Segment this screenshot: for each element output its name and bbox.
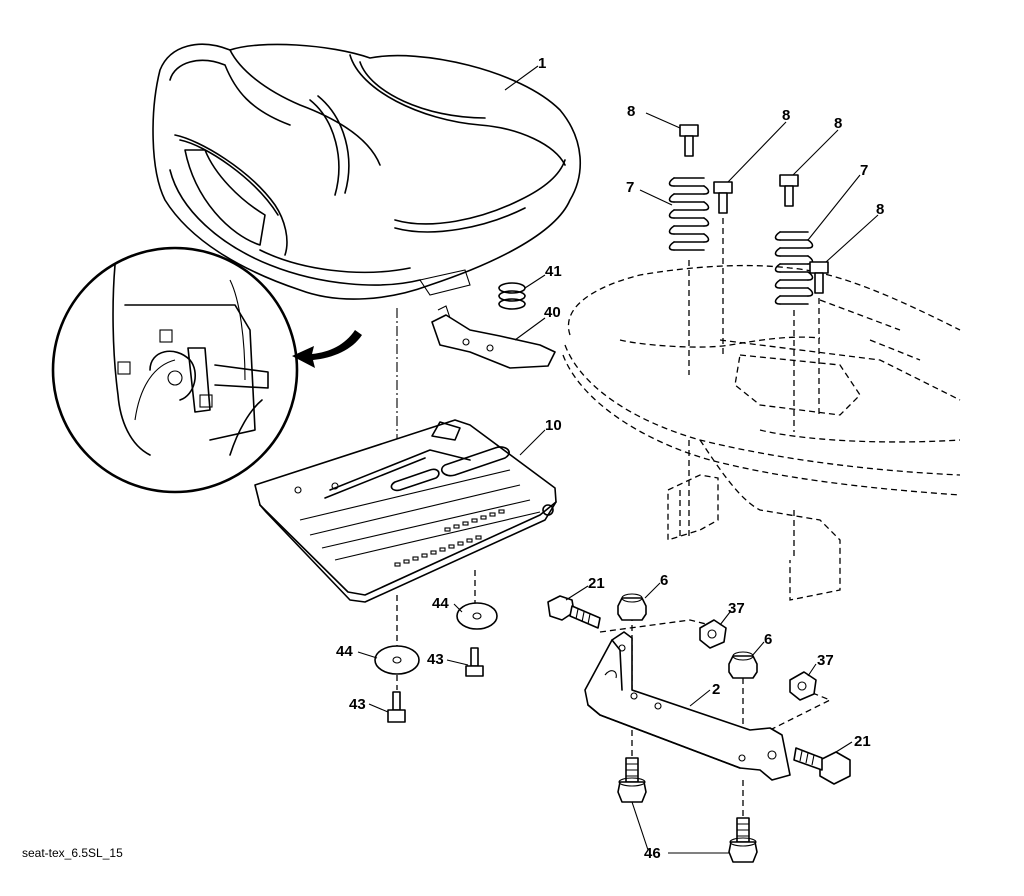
callout-screw-8-d: 8 [876,201,884,218]
callout-bolt-46: 46 [644,845,661,862]
bolt-21-left [547,595,601,629]
screw-8-d [809,261,829,294]
curved-arrow [292,330,362,368]
screw-8-a [679,124,699,157]
callout-labels: 1 2 6 6 7 7 8 8 8 8 10 21 21 37 37 40 41… [336,55,884,862]
callout-nut-37-right: 37 [817,652,834,669]
callout-seat-pan: 10 [545,417,562,434]
washer-44-lower [374,645,420,675]
spring-41 [498,282,526,310]
callout-washer-44-upper: 44 [432,595,449,612]
detail-circle [51,246,299,494]
callout-nut-37-left: 37 [728,600,745,617]
screw-8-b [713,181,733,214]
bolt-46-right [728,817,758,863]
screw-43-left [387,691,406,723]
callout-nut-6-right: 6 [764,631,772,648]
nut-6-left [617,593,647,621]
callout-washer-44-lower: 44 [336,643,353,660]
callout-bolt-21-left: 21 [588,575,605,592]
washer-44-upper [456,602,498,630]
callout-seat: 1 [538,55,546,72]
leader-lines [357,65,879,854]
callout-screw-43-right: 43 [427,651,444,668]
bracket-2 [584,631,791,781]
spring-7-right [774,231,814,305]
bolt-21-right [793,747,851,785]
callout-screw-8-c: 8 [834,115,842,132]
callout-bolt-21-right: 21 [854,733,871,750]
seat-pan-10 [254,419,557,603]
callout-switch-bracket: 40 [544,304,561,321]
diagram-caption: seat-tex_6.5SL_15 [22,846,123,860]
callout-screw-8-b: 8 [782,107,790,124]
callout-nut-6-left: 6 [660,572,668,589]
callout-screw-8-a: 8 [627,103,635,120]
screw-8-c [779,174,799,207]
callout-spring-7-right: 7 [860,162,868,179]
callout-spring-7-left: 7 [626,179,634,196]
frame-outline [562,264,961,601]
nut-37-right [789,671,817,701]
callout-bracket: 2 [712,681,720,698]
switch-bracket-40 [431,305,556,369]
nut-6-right [728,651,758,679]
spring-7-left [668,177,710,251]
screw-43-right [465,647,484,677]
callout-spring-41: 41 [545,263,562,280]
callout-screw-43-left: 43 [349,696,366,713]
seat [152,43,582,300]
nut-37-left [699,619,727,649]
bolt-46-left [617,757,647,803]
